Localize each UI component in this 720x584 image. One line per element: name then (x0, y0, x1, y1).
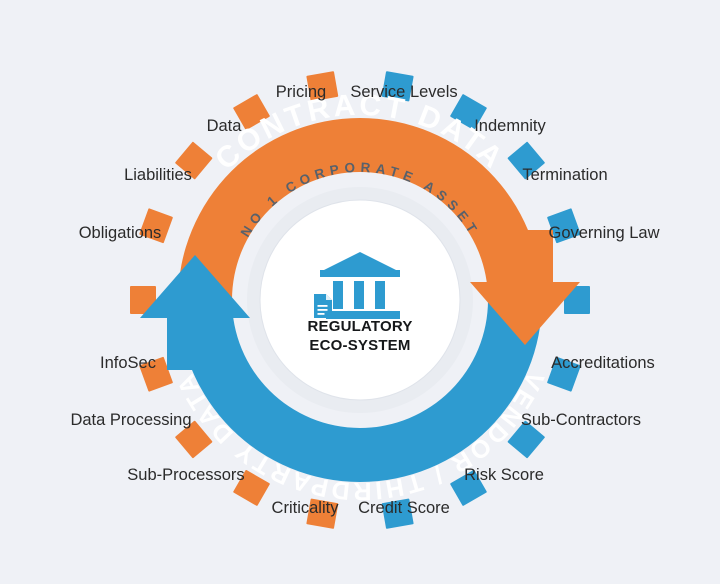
vendor-arrow-head-icon (140, 255, 250, 370)
label-indemnity: Indemnity (474, 117, 546, 135)
label-liabilities: Liabilities (124, 166, 192, 184)
label-credit-score: Credit Score (358, 499, 450, 517)
center-title-line1: REGULATORY (307, 318, 412, 335)
contract-ring-band (178, 118, 542, 300)
label-sub-contractors: Sub-Contractors (521, 411, 641, 429)
label-data-processing: Data Processing (70, 411, 191, 429)
gear-teeth-vendor (381, 71, 590, 529)
label-risk-score: Risk Score (464, 466, 544, 484)
label-criticality: Criticality (272, 499, 340, 517)
center-title-line2: ECO-SYSTEM (309, 337, 410, 354)
gear-teeth-contract (130, 71, 339, 529)
label-data: Data (207, 117, 243, 135)
label-accreditations: Accreditations (551, 354, 655, 372)
label-pricing: Pricing (276, 83, 326, 101)
label-obligations: Obligations (79, 224, 162, 242)
label-governing-law: Governing Law (549, 224, 660, 242)
contract-arrow-head-icon (470, 230, 580, 345)
label-service-levels: Service Levels (350, 83, 457, 101)
label-sub-processors: Sub-Processors (127, 466, 244, 484)
vendor-ring-band (178, 300, 542, 482)
label-termination: Termination (522, 166, 607, 184)
label-infosec: InfoSec (100, 354, 156, 372)
bank-document-icon (314, 252, 400, 319)
